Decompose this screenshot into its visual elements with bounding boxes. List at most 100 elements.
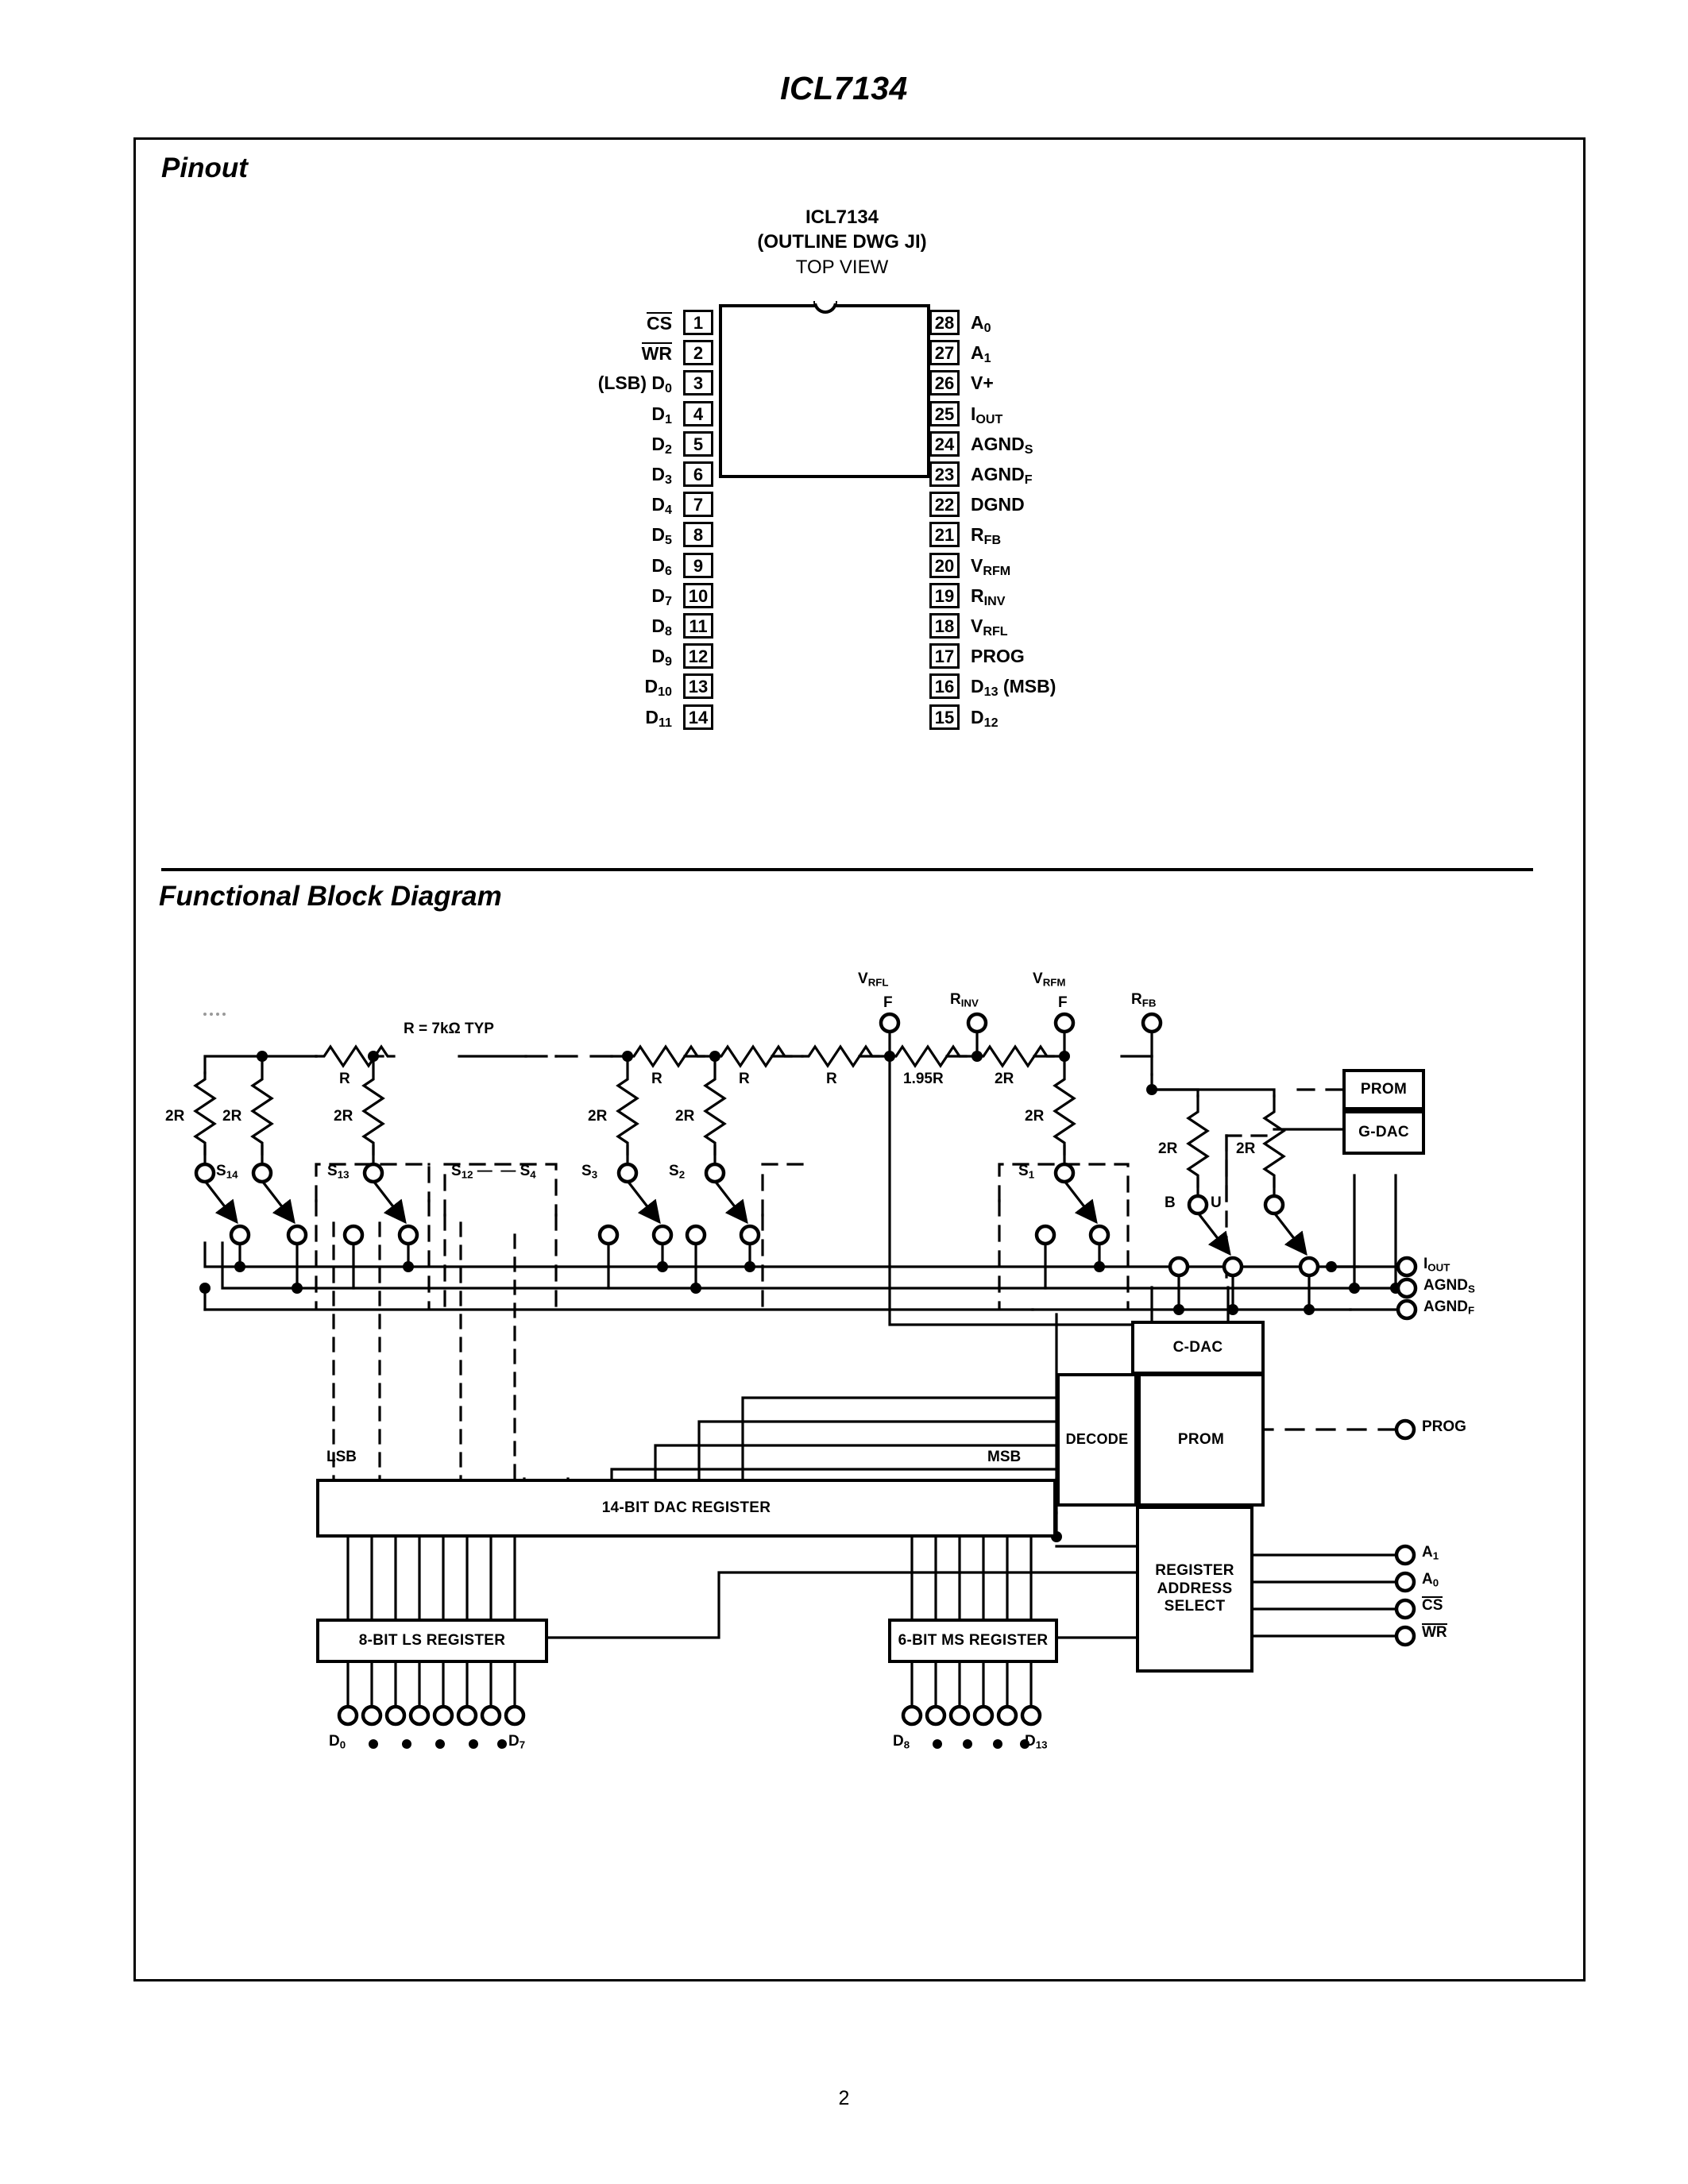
- ladder-note-label: R = 7kΩ TYP: [404, 1021, 494, 1037]
- pin-label-2: WR: [641, 342, 672, 365]
- pin-label-25: IOUT: [971, 403, 1003, 426]
- pin-label-14: D11: [645, 706, 672, 730]
- pin-label-24: AGNDS: [971, 433, 1033, 457]
- resistor-2r-label-6: 2R: [1025, 1108, 1045, 1125]
- ref-force-label-vrfm: F: [1058, 994, 1068, 1011]
- content-frame: [133, 137, 1586, 1981]
- switch-label-s13: S13: [327, 1163, 350, 1181]
- pin-label-12: D9: [651, 646, 672, 669]
- pin-label-18: VRFL: [971, 615, 1008, 639]
- pin-box-15: 15: [929, 704, 960, 730]
- pin-box-17: 17: [929, 643, 960, 669]
- pin-box-8: 8: [683, 522, 713, 548]
- resistor-195r-label: 1.95R: [903, 1071, 944, 1087]
- ref-force-label-vrfl: F: [883, 994, 893, 1011]
- pin-label-15: D12: [971, 706, 999, 730]
- pin-box-26: 26: [929, 370, 960, 396]
- decode-block: DECODE: [1056, 1373, 1138, 1507]
- switch-label-s12-s4-range: S12 — — S4: [451, 1163, 536, 1181]
- resistor-r-label-4: R: [826, 1071, 837, 1087]
- ls-register-block: 8-BIT LS REGISTER: [316, 1619, 548, 1663]
- output-pin-label-agndf: AGNDF: [1423, 1298, 1475, 1317]
- ms-register-block: 6-BIT MS REGISTER: [888, 1619, 1058, 1663]
- lsb-marker-label: LSB: [326, 1449, 357, 1465]
- address-select-line-3: SELECT: [1164, 1598, 1226, 1615]
- control-pin-label-a0: A0: [1422, 1571, 1439, 1589]
- switch-label-s14: S14: [216, 1163, 238, 1181]
- pin-box-19: 19: [929, 582, 960, 608]
- pin-box-20: 20: [929, 552, 960, 578]
- pin-label-16: D13 (MSB): [971, 676, 1056, 700]
- pin-box-2: 2: [683, 340, 713, 366]
- prom-top-block: PROM: [1342, 1069, 1425, 1110]
- ms-bus-label-last: D13: [1025, 1733, 1048, 1751]
- pinout-caption-part: ICL7134: [805, 206, 879, 228]
- pin-box-22: 22: [929, 492, 960, 518]
- section-heading-pinout: Pinout: [161, 152, 248, 183]
- resistor-2r-label-5: 2R: [675, 1108, 695, 1125]
- pin-label-10: D7: [651, 585, 672, 608]
- pinout-caption-view: TOP VIEW: [795, 256, 889, 278]
- ref-pin-label-vrfm: VRFM: [1033, 970, 1066, 989]
- resistor-2r-label-8: 2R: [1236, 1140, 1256, 1157]
- control-pin-label-wr: WR: [1422, 1623, 1447, 1641]
- pin-box-18: 18: [929, 613, 960, 639]
- switch-label-s2: S2: [669, 1163, 686, 1181]
- ls-bus-label-first: D0: [329, 1733, 346, 1751]
- pin-box-14: 14: [683, 704, 713, 730]
- pin-label-11: D8: [651, 615, 672, 639]
- resistor-r-label-3: R: [739, 1071, 750, 1087]
- dac-register-block: 14-BIT DAC REGISTER: [316, 1479, 1056, 1538]
- pin-label-13: D10: [644, 676, 672, 700]
- register-address-select-block: REGISTER ADDRESS SELECT: [1136, 1506, 1253, 1673]
- pin-box-10: 10: [683, 582, 713, 608]
- pin-label-1: CS: [647, 312, 672, 334]
- pinout-caption-outline: (OUTLINE DWG JI): [757, 231, 927, 253]
- pin-label-9: D6: [651, 554, 672, 578]
- pin-label-28: A0: [971, 312, 991, 336]
- page-title: ICL7134: [780, 70, 908, 106]
- ls-bus-label-last: D7: [508, 1733, 526, 1751]
- resistor-2r-label-2: 2R: [222, 1108, 242, 1125]
- ms-bus-label-first: D8: [893, 1733, 910, 1751]
- pin-box-28: 28: [929, 310, 960, 335]
- ref-pin-label-rfb: RFB: [1131, 991, 1157, 1009]
- pin-box-13: 13: [683, 673, 713, 700]
- bipolar-label-u: U: [1211, 1194, 1222, 1211]
- pin-box-5: 5: [683, 430, 713, 457]
- pin-box-12: 12: [683, 643, 713, 669]
- scan-artifact: [203, 1013, 226, 1016]
- switch-label-s3: S3: [581, 1163, 598, 1181]
- resistor-2r-label-1: 2R: [165, 1108, 185, 1125]
- pin-label-8: D5: [651, 524, 672, 548]
- pin-box-21: 21: [929, 522, 960, 548]
- control-pin-label-a1: A1: [1422, 1544, 1439, 1562]
- bipolar-label-b: B: [1165, 1194, 1176, 1211]
- pinout-caption: ICL7134 (OUTLINE DWG JI) TOP VIEW: [604, 205, 1080, 280]
- resistor-2r-label-horizontal: 2R: [995, 1071, 1014, 1087]
- pin-label-7: D4: [651, 494, 672, 518]
- pin-label-17: PROG: [971, 646, 1025, 667]
- pin-box-7: 7: [683, 492, 713, 518]
- ref-pin-label-vrfl: VRFL: [858, 970, 889, 989]
- ref-pin-label-rinv: RINV: [950, 991, 979, 1009]
- section-divider: [161, 868, 1533, 871]
- address-select-line-2: ADDRESS: [1157, 1580, 1233, 1597]
- pin-box-27: 27: [929, 340, 960, 366]
- pin-label-23: AGNDF: [971, 464, 1033, 488]
- resistor-r-label-2: R: [651, 1071, 662, 1087]
- pin-box-4: 4: [683, 400, 713, 426]
- bus-ellipsis-dots: [369, 1739, 1029, 1749]
- pin-label-26: V+: [971, 372, 994, 394]
- section-heading-block-diagram: Functional Block Diagram: [159, 881, 502, 912]
- pin-label-20: VRFM: [971, 554, 1011, 578]
- switch-label-s1: S1: [1018, 1163, 1035, 1181]
- resistor-r-label-1: R: [339, 1071, 350, 1087]
- pin-box-9: 9: [683, 552, 713, 578]
- pin-box-24: 24: [929, 430, 960, 457]
- control-pin-label-cs: CS: [1422, 1596, 1443, 1614]
- terminal-circles: [194, 1012, 1418, 1727]
- pin-box-11: 11: [683, 613, 713, 639]
- pin-box-16: 16: [929, 673, 960, 700]
- prom-main-block: PROM: [1138, 1373, 1265, 1507]
